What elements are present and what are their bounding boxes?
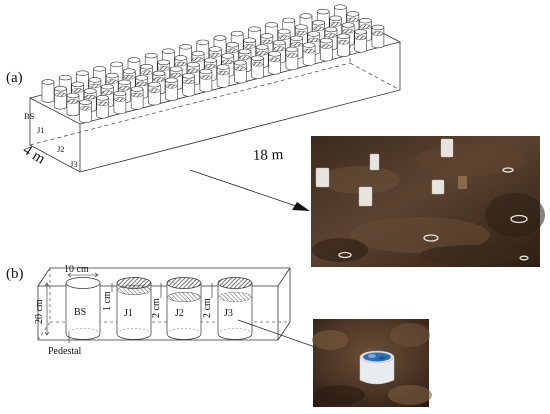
row-label-bs: BS <box>24 111 35 121</box>
field-cylinder <box>354 29 368 53</box>
cylinder-j2 <box>166 277 202 340</box>
row-label-j2: J2 <box>57 144 65 154</box>
cylinder-closeup-photo <box>312 319 432 407</box>
cylinder-j3 <box>217 277 253 340</box>
field-cylinder <box>41 79 55 103</box>
cylinder-name-j2: J2 <box>175 308 184 319</box>
field-cylinder <box>337 33 350 57</box>
field-cylinder <box>79 99 92 123</box>
field-plot-photo <box>311 136 545 267</box>
field-cylinder <box>268 51 282 75</box>
field-cylinder <box>199 68 213 93</box>
panel-a-label: (a) <box>6 70 23 86</box>
pedestal-label: Pedestal <box>48 346 82 357</box>
field-cylinder-array <box>41 4 385 123</box>
field-cylinder <box>165 77 178 101</box>
cylinder-bs <box>65 277 101 340</box>
length-label-a: 18 m <box>253 147 284 164</box>
field-cylinder <box>234 59 247 84</box>
row-label-j3: J3 <box>70 159 78 169</box>
field-cylinder <box>285 46 299 71</box>
width-label-a: 4 m <box>20 142 48 168</box>
field-cylinder <box>319 37 333 62</box>
cylinder-name-bs: BS <box>74 307 86 318</box>
field-cylinder <box>130 86 144 110</box>
arrow-a <box>189 169 310 211</box>
row-label-j1: J1 <box>37 125 45 135</box>
field-cylinder <box>182 73 195 97</box>
gap-label-j1: 1 cm <box>102 291 113 311</box>
field-cylinder <box>113 90 127 115</box>
field-cylinder <box>251 55 264 79</box>
field-cylinder <box>302 42 316 66</box>
height-label: 20 cm <box>34 299 45 324</box>
cylinder-set-b <box>65 277 253 340</box>
field-cylinder <box>96 95 109 119</box>
field-cylinder <box>66 92 80 117</box>
gap-label-j2: 2 cm <box>151 298 162 318</box>
field-cylinder <box>54 86 67 110</box>
dimension-lines-b <box>44 272 213 343</box>
cylinder-j1 <box>116 277 152 340</box>
diameter-label: 10 cm <box>64 264 89 275</box>
cylinder-name-j1: J1 <box>124 308 133 319</box>
field-cylinder <box>148 81 161 106</box>
field-cylinder <box>216 64 230 88</box>
cylinder-name-j3: J3 <box>224 308 233 319</box>
gap-label-j3: 2 cm <box>202 298 213 318</box>
panel-b-label: (b) <box>6 266 24 282</box>
field-cylinder <box>371 24 385 49</box>
